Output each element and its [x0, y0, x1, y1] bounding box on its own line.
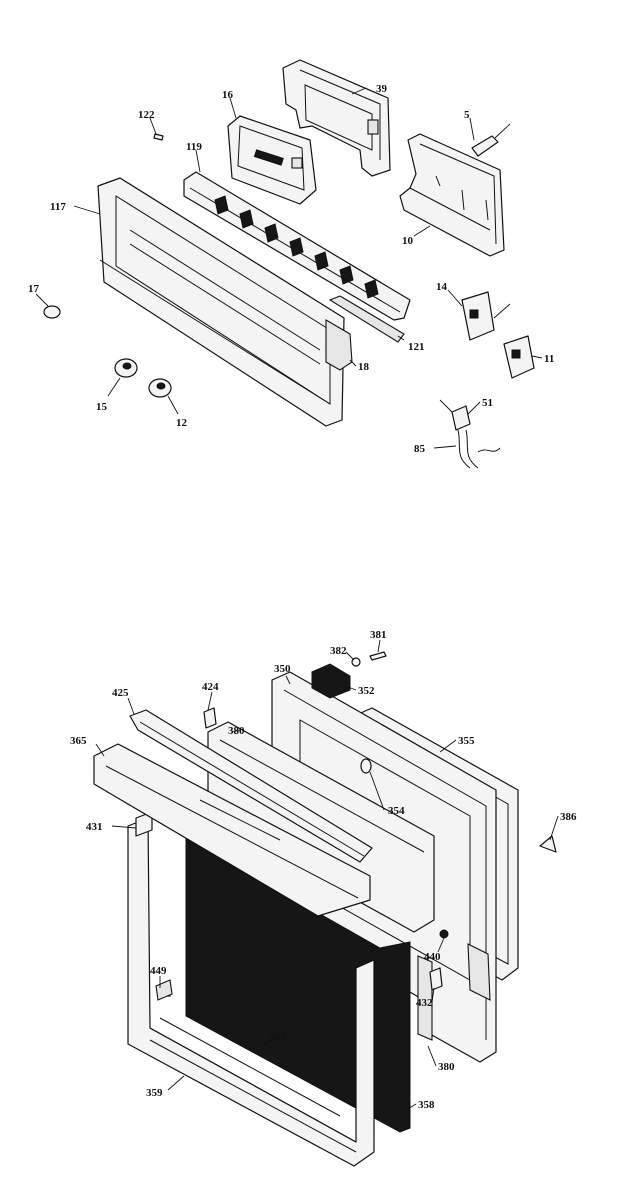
label-380b: 380 — [438, 1061, 455, 1073]
label-425: 425 — [112, 687, 129, 699]
label-355: 355 — [458, 735, 475, 747]
label-381: 381 — [370, 629, 387, 641]
part-386-clip — [539, 835, 557, 853]
label-352: 352 — [358, 685, 375, 697]
part-381-screw — [369, 651, 387, 661]
label-11: 11 — [544, 353, 554, 365]
part-51-connector — [439, 399, 471, 431]
label-39: 39 — [376, 83, 388, 95]
part-352-vent — [311, 663, 351, 699]
label-12: 12 — [176, 417, 188, 429]
label-5: 5 — [464, 109, 470, 121]
label-432: 432 — [416, 997, 433, 1009]
label-121: 121 — [408, 341, 425, 353]
label-350: 350 — [274, 663, 291, 675]
upper-assembly: 39 16 122 5 119 117 10 17 14 121 18 11 1… — [28, 59, 554, 469]
part-119-strip — [183, 171, 411, 321]
part-14-switch — [461, 291, 511, 341]
label-380a: 380 — [228, 725, 245, 737]
part-432-fitting — [429, 967, 443, 991]
label-14: 14 — [436, 281, 448, 293]
label-449: 449 — [150, 965, 167, 977]
part-12-knob — [148, 378, 172, 398]
label-119: 119 — [186, 141, 202, 153]
part-10-rear-bracket — [399, 133, 505, 257]
part-358-insulation — [185, 837, 411, 1133]
label-51: 51 — [482, 397, 493, 409]
label-440: 440 — [424, 951, 441, 963]
part-5-fitting — [471, 123, 511, 157]
part-16-control-box — [227, 115, 317, 205]
label-354: 354 — [388, 805, 405, 817]
part-15-knob — [114, 358, 138, 378]
label-386: 386 — [560, 811, 577, 823]
lower-assembly: 382 381 350 352 425 424 380 355 365 354 … — [70, 629, 577, 1167]
label-18: 18 — [358, 361, 370, 373]
part-424-bracket — [203, 707, 217, 729]
part-380-glass-lower — [417, 955, 433, 1041]
label-431: 431 — [86, 821, 103, 833]
part-449-bracket — [155, 979, 173, 1001]
part-354-clip — [360, 758, 372, 774]
part-85-harness — [457, 429, 501, 469]
label-382: 382 — [330, 645, 347, 657]
label-359: 359 — [146, 1087, 163, 1099]
part-122-screw — [153, 133, 164, 141]
label-17: 17 — [28, 283, 40, 295]
label-365: 365 — [70, 735, 87, 747]
part-440-fitting — [439, 929, 449, 939]
label-10: 10 — [402, 235, 414, 247]
label-427: 427 — [270, 1031, 287, 1043]
label-117: 117 — [50, 201, 66, 213]
part-18-back-plate — [325, 319, 353, 371]
part-117-frame — [97, 177, 345, 427]
part-17-knob — [43, 305, 61, 319]
label-358: 358 — [418, 1099, 435, 1111]
part-425-handle — [129, 709, 373, 863]
label-16: 16 — [222, 89, 234, 101]
part-121-backing — [328, 295, 405, 343]
label-122: 122 — [138, 109, 155, 121]
label-15: 15 — [96, 401, 108, 413]
part-11-relay — [503, 335, 535, 379]
label-424: 424 — [202, 681, 219, 693]
part-365-handle-rail — [93, 743, 371, 917]
label-85: 85 — [414, 443, 426, 455]
